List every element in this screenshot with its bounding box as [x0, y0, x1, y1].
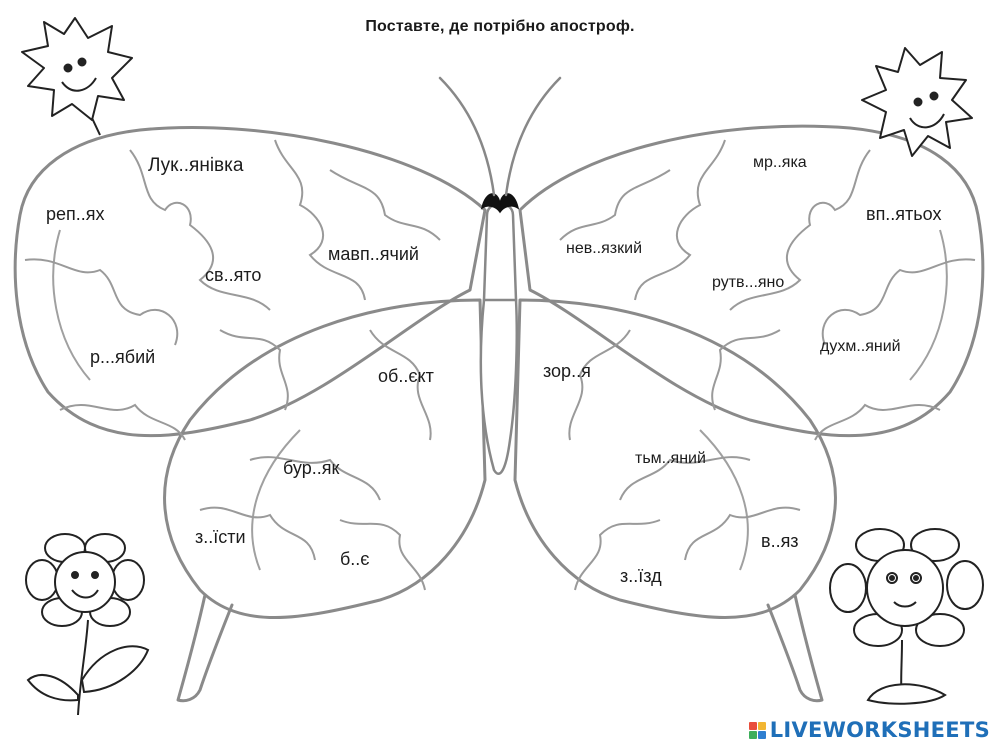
word-repiakh[interactable]: реп..ях	[46, 204, 105, 224]
logo-tile-blue	[757, 730, 766, 739]
logo-mark-icon	[748, 721, 766, 739]
word-sviato[interactable]: св..ято	[205, 265, 262, 285]
antennae-icon	[438, 76, 562, 197]
word-buriak[interactable]: бур..як	[283, 458, 340, 478]
smiling-flower-icon-left	[25, 533, 150, 716]
word-zizd[interactable]: з..їзд	[620, 566, 662, 586]
right-upper-wing	[518, 124, 985, 438]
smiling-flower-icon-right	[829, 528, 984, 705]
word-vpiatokh[interactable]: вп..ятьох	[866, 204, 942, 224]
word-mavpiachyi[interactable]: мавп..ячий	[328, 244, 419, 264]
word-miaka[interactable]: мр..яка	[753, 154, 807, 171]
smiling-leaf-icon-left	[21, 17, 133, 136]
smiling-leaf-icon-right	[861, 47, 973, 157]
word-ziisty[interactable]: з..їсти	[195, 527, 246, 547]
word-lukianivka[interactable]: Лук..янівка	[148, 155, 244, 176]
left-lower-wing	[163, 298, 487, 619]
logo-tile-yellow	[757, 721, 766, 730]
butterfly-head-icon	[480, 193, 520, 214]
word-dukhmianyi[interactable]: духм..яний	[820, 338, 901, 355]
logo-tile-red	[748, 721, 757, 730]
word-tmianyi[interactable]: тьм..яний	[635, 450, 706, 467]
left-upper-wing	[13, 126, 487, 438]
liveworksheets-logo[interactable]: LIVEWORKSHEETS	[748, 718, 990, 742]
butterfly-body	[479, 202, 518, 475]
page-title: Поставте, де потрібно апостроф.	[365, 18, 635, 35]
right-lower-wing	[513, 298, 837, 619]
word-obiekt[interactable]: об..єкт	[378, 366, 434, 386]
logo-tile-green	[748, 730, 757, 739]
word-viaz[interactable]: в..яз	[761, 531, 799, 551]
word-rutviano[interactable]: рутв...яно	[712, 274, 785, 291]
word-bie[interactable]: б..є	[340, 549, 370, 569]
logo-text: LIVEWORKSHEETS	[769, 718, 990, 742]
word-riabyi[interactable]: р...ябий	[90, 347, 156, 367]
word-zoria[interactable]: зор..я	[543, 361, 591, 381]
word-neviazkyi[interactable]: нев..язкий	[566, 240, 642, 257]
